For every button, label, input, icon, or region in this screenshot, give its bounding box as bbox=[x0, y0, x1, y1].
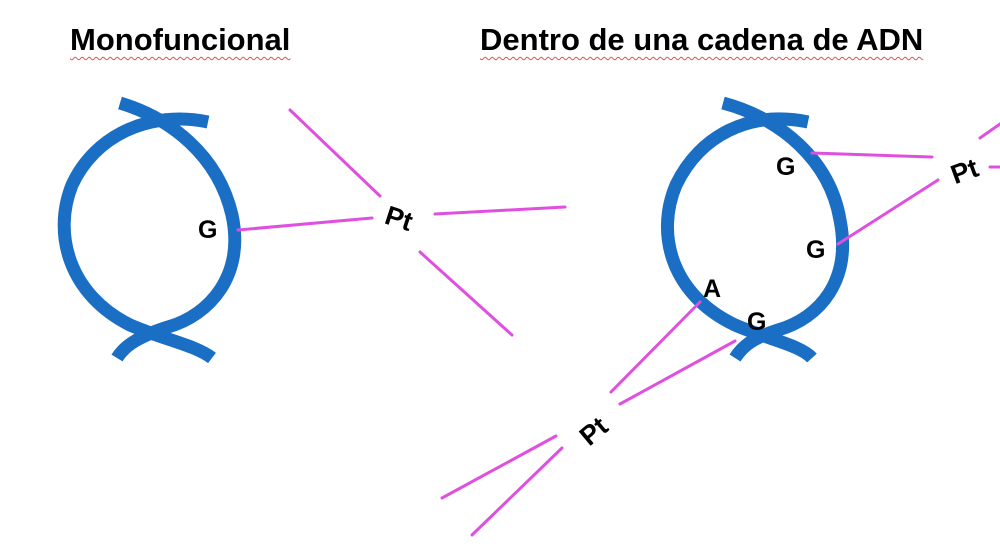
bond-bottom-lower bbox=[470, 446, 564, 537]
bond-left-g-pt bbox=[236, 216, 374, 232]
bond-top-upper bbox=[978, 122, 1000, 140]
bond-bottom-upper bbox=[440, 434, 558, 500]
bonds-right-top bbox=[810, 122, 1000, 246]
label-g-mid-right: G bbox=[806, 236, 825, 264]
bond-a-pt bbox=[609, 300, 702, 394]
bond-left-lower bbox=[418, 250, 514, 337]
dna-strand-right-2 bbox=[660, 112, 817, 363]
dna-loop-left bbox=[57, 96, 242, 364]
title-intrastrand: Dentro de una cadena de ADN bbox=[480, 22, 924, 57]
bond-left-right bbox=[433, 205, 567, 216]
bond-g2-pt bbox=[836, 178, 940, 246]
label-pt-right-top: Pt bbox=[947, 153, 983, 190]
bonds-left bbox=[236, 108, 567, 337]
label-g-bottom-right: G bbox=[747, 308, 766, 336]
label-a-right: A bbox=[703, 275, 721, 303]
dna-loop-right bbox=[660, 96, 850, 363]
title-monofuncional: Monofuncional bbox=[70, 22, 291, 57]
label-pt-left: Pt bbox=[381, 200, 416, 237]
dna-strand-right-1 bbox=[721, 96, 850, 362]
label-g-left: G bbox=[198, 216, 217, 244]
bonds-right-bottom bbox=[440, 300, 737, 537]
bond-left-upper bbox=[288, 108, 382, 198]
bond-g3-pt bbox=[618, 339, 737, 406]
bond-g1-pt bbox=[810, 151, 934, 159]
dna-strand-left-2 bbox=[57, 112, 216, 364]
label-pt-right-bottom: Pt bbox=[574, 411, 614, 451]
label-g-top-right: G bbox=[776, 153, 795, 181]
